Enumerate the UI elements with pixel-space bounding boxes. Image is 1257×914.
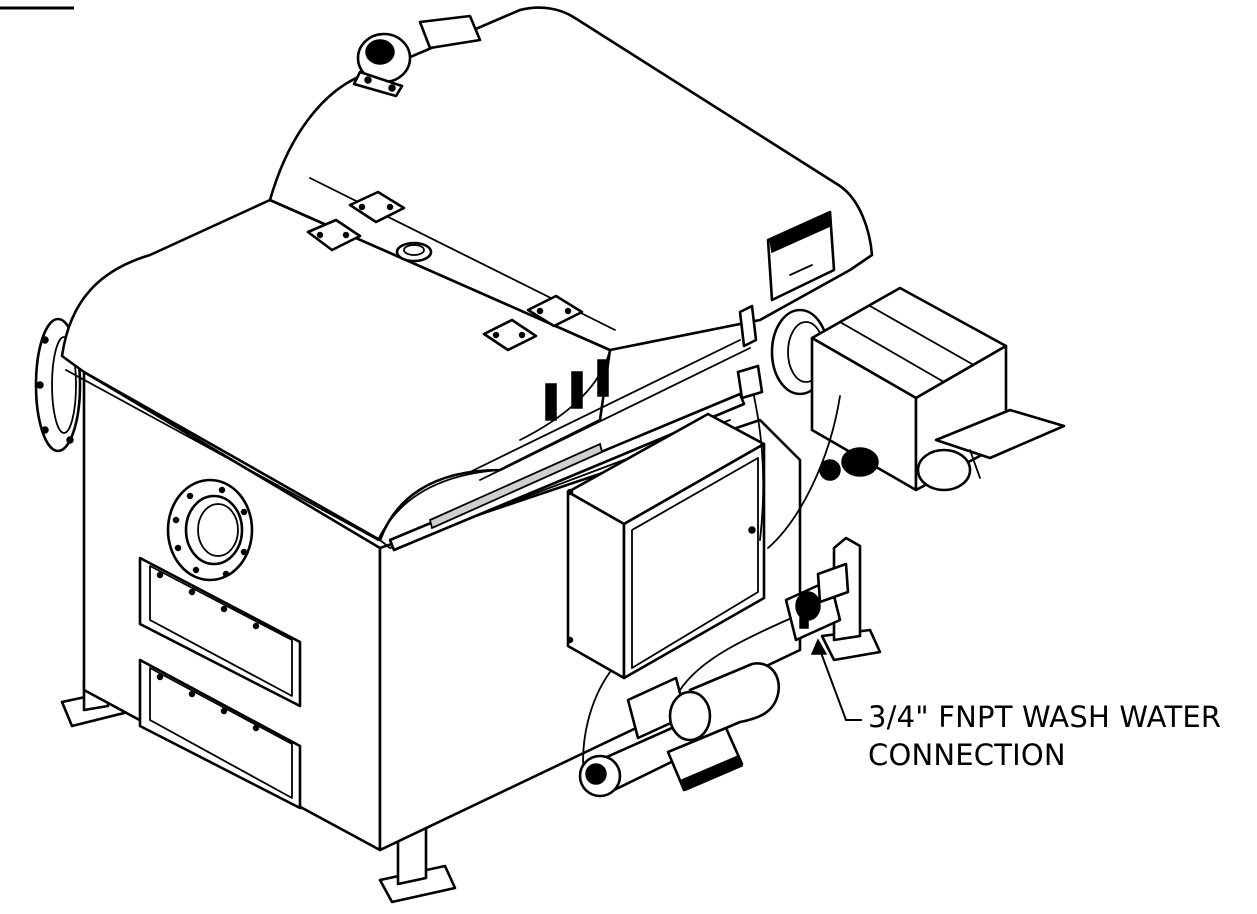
wash-water-connection [784,562,850,642]
lid-port [395,241,433,263]
wash-water-connection-callout: 3/4" FNPT WASH WATER CONNECTION [868,698,1248,774]
hood-access-door [766,210,836,302]
top-drive-motor [352,14,482,98]
inspection-covers [138,556,302,810]
pump-assembly [578,662,781,798]
hoses [582,364,841,777]
side-rails [388,304,758,552]
callout-line-2: CONNECTION [868,738,1066,772]
callout-line-1: 3/4" FNPT WASH WATER [868,700,1222,734]
control-panel [566,412,766,680]
side-inlet-flange [166,478,254,582]
callout-leader [810,638,862,721]
lid-hinges [306,190,584,352]
discharge-housing [810,286,1066,492]
